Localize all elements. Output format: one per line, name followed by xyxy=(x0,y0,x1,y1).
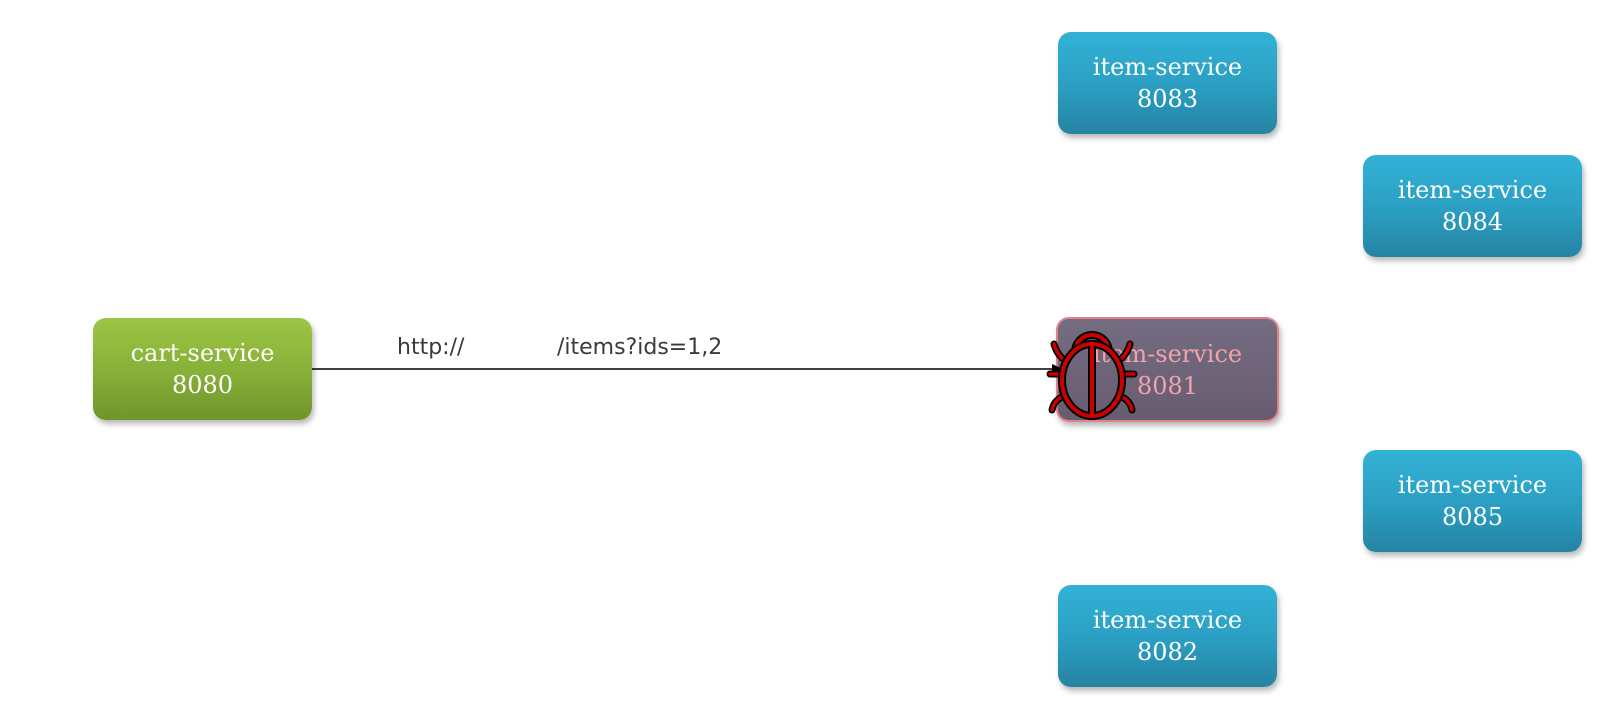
node-port: 8081 xyxy=(1136,371,1199,400)
item-service-8084-node[interactable]: item-service 8084 xyxy=(1363,155,1582,257)
node-port: 8080 xyxy=(171,371,234,399)
node-port: 8085 xyxy=(1441,503,1504,531)
item-service-8083-node[interactable]: item-service 8083 xyxy=(1058,32,1277,134)
node-port: 8082 xyxy=(1136,638,1199,666)
node-name: item-service xyxy=(1092,339,1243,368)
item-service-8085-node[interactable]: item-service 8085 xyxy=(1363,450,1582,552)
item-service-8082-node[interactable]: item-service 8082 xyxy=(1058,585,1277,687)
node-name: item-service xyxy=(1092,53,1243,81)
node-port: 8083 xyxy=(1136,85,1199,113)
edge-label-protocol: http:// xyxy=(397,335,465,360)
node-name: item-service xyxy=(1397,471,1548,499)
item-service-8081-node[interactable]: item-service 8081 xyxy=(1056,317,1279,422)
node-name: cart-service xyxy=(130,339,275,367)
node-port: 8084 xyxy=(1441,208,1504,236)
edge-label-path: /items?ids=1,2 xyxy=(557,335,723,360)
node-name: item-service xyxy=(1092,606,1243,634)
cart-service-node[interactable]: cart-service 8080 xyxy=(93,318,312,420)
node-name: item-service xyxy=(1397,176,1548,204)
